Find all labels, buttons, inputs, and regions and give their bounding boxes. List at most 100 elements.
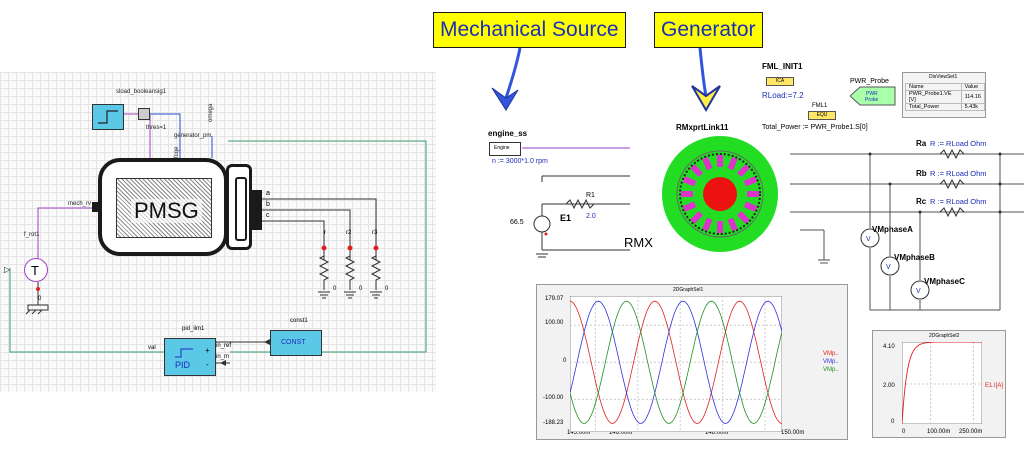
in-ref-label: in_ref xyxy=(216,343,232,349)
pid-icon xyxy=(175,348,193,358)
table-cell: Total_Power xyxy=(905,103,962,111)
ra-label: Ra xyxy=(916,139,927,148)
pmsg-core: PMSG xyxy=(116,178,212,238)
trigger-label: fcqe xyxy=(174,146,180,158)
rotor-magnet xyxy=(736,164,750,178)
speed-label: n := 3000*1.0 rpm xyxy=(492,158,548,165)
pin-a-label: a xyxy=(266,190,270,197)
mech-rv-label: mech_rv xyxy=(68,201,92,207)
ground-zero-3: 0 xyxy=(385,286,389,292)
booleansig-label: sload_booleansig1 xyxy=(116,89,167,95)
banner-arrows xyxy=(491,47,721,112)
rmxprt-label: RMxprtLink11 xyxy=(676,123,729,132)
graph2-series-0 xyxy=(902,342,982,424)
graph1-series-1 xyxy=(570,300,782,424)
table-header-value: Value xyxy=(960,83,986,91)
graph1-xtick-3: 150.00m xyxy=(781,430,805,436)
const-name: const1 xyxy=(290,318,308,324)
generator-rotor-graphic[interactable] xyxy=(660,134,780,254)
left-schematic-wires xyxy=(9,113,427,366)
rotor-magnet xyxy=(717,221,723,233)
pmsg-machine[interactable]: PMSG xyxy=(98,158,228,256)
const-block[interactable]: CONST xyxy=(270,330,322,356)
rotor-magnet xyxy=(702,217,713,232)
graph1-legend-2: VMp.. xyxy=(823,367,839,373)
eqn-block[interactable]: EQU xyxy=(808,111,836,120)
pin-c-label: c xyxy=(266,212,270,219)
f-rot-label: f_rot1 xyxy=(24,232,40,238)
in-m-label: in_m xyxy=(216,354,230,360)
step-signal-block[interactable] xyxy=(92,104,124,130)
pid-minus: - xyxy=(206,360,209,369)
graph1-legend-1: VMp.. xyxy=(823,359,839,365)
graph1-xtick-1: 146.00m xyxy=(609,430,633,436)
rotor-magnet xyxy=(727,156,738,171)
rotor-magnet xyxy=(681,191,693,197)
rotor-magnet xyxy=(690,164,704,178)
graph1-plot xyxy=(570,296,782,432)
r3-label: r3 xyxy=(372,230,378,236)
graph1-xtick-2: 148.00m xyxy=(705,430,729,436)
ra-expr: R := RLoad Ohm xyxy=(930,139,987,148)
compare-block[interactable] xyxy=(138,108,150,120)
voltage-label: 66.5 xyxy=(510,219,524,226)
pmsg-label: PMSG xyxy=(131,199,202,223)
terminal-box xyxy=(252,190,262,230)
fml-init-label: FML_INIT1 xyxy=(762,62,803,71)
vphase-c-label: VMphaseC xyxy=(924,277,965,286)
ground-zero-2: 0 xyxy=(359,286,363,292)
e1-label: E1 xyxy=(560,213,572,223)
generator-banner: Generator xyxy=(654,12,763,48)
omega-label: omega xyxy=(208,103,214,122)
right-schematic-wires: V V V xyxy=(522,147,1024,311)
graph2-legend-0: E1.I[A] xyxy=(985,383,1004,389)
vphase-b-label: VMphaseB xyxy=(894,253,935,262)
left-marker: ▷ xyxy=(4,265,11,274)
table-cell: PWR_Probe1.VE [V] xyxy=(905,90,962,104)
graph1-ytick-0: 179.07 xyxy=(545,296,564,302)
const-block-label: CONST xyxy=(281,339,306,346)
graph1-series-2 xyxy=(570,300,782,424)
rotor-magnet xyxy=(743,201,758,212)
torque-source[interactable]: T xyxy=(24,258,48,282)
pwr-probe-label: PWR_Probe xyxy=(850,78,889,85)
rc-label: Rc xyxy=(916,197,927,206)
graph1-ytick-3: -100.00 xyxy=(543,395,564,401)
rotor-magnet xyxy=(682,201,697,212)
torque-symbol: T xyxy=(31,263,39,278)
engine-ss-label: engine_ss xyxy=(488,129,528,138)
pid-name: pid_lim1 xyxy=(182,326,205,332)
rotor-magnet xyxy=(717,155,723,167)
engine-block[interactable]: Engine xyxy=(489,142,521,156)
generator-pm-label: generator_pm xyxy=(174,133,212,139)
svg-text:V: V xyxy=(916,288,921,295)
engine-block-label: Engine xyxy=(494,145,510,151)
graph2-plot xyxy=(902,342,982,424)
pwr-probe-block[interactable]: PWR Probe xyxy=(850,86,896,106)
rmx-label: RMX xyxy=(624,235,653,250)
pid-plus: + xyxy=(205,346,210,355)
pid-block[interactable]: PID + - xyxy=(164,338,216,376)
thres-label: thres=1 xyxy=(146,125,167,131)
pin-b-label: b xyxy=(266,201,270,208)
graph1-title: 2DGraphSel1 xyxy=(673,287,704,293)
svg-text:PWR: PWR xyxy=(866,91,878,97)
display-table-title: DisViewSet1 xyxy=(929,74,958,80)
graph2-xtick-1: 100.00m xyxy=(927,429,951,435)
rc-expr: R := RLoad Ohm xyxy=(930,197,987,206)
graph2-ytick-2: 0 xyxy=(891,419,895,425)
mech-shaft-connector xyxy=(92,202,100,212)
rotor-magnet xyxy=(702,156,713,171)
graph1-ytick-4: -188.23 xyxy=(543,420,564,426)
graph1-ytick-2: 0 xyxy=(563,358,567,364)
graph2-title: 2DGraphSel2 xyxy=(929,333,960,339)
rotor-magnet xyxy=(743,176,758,187)
table-cell: 114.16 xyxy=(960,90,986,104)
table-row: PWR_Probe1.VE [V]114.16 xyxy=(905,90,986,104)
ica-block[interactable]: ICA xyxy=(766,77,794,86)
graph1-xtick-0: 145.00m xyxy=(567,430,591,436)
r1-title: R1 xyxy=(586,192,595,199)
rotor-magnet xyxy=(690,210,704,224)
fml-label: FML1 xyxy=(812,103,828,109)
